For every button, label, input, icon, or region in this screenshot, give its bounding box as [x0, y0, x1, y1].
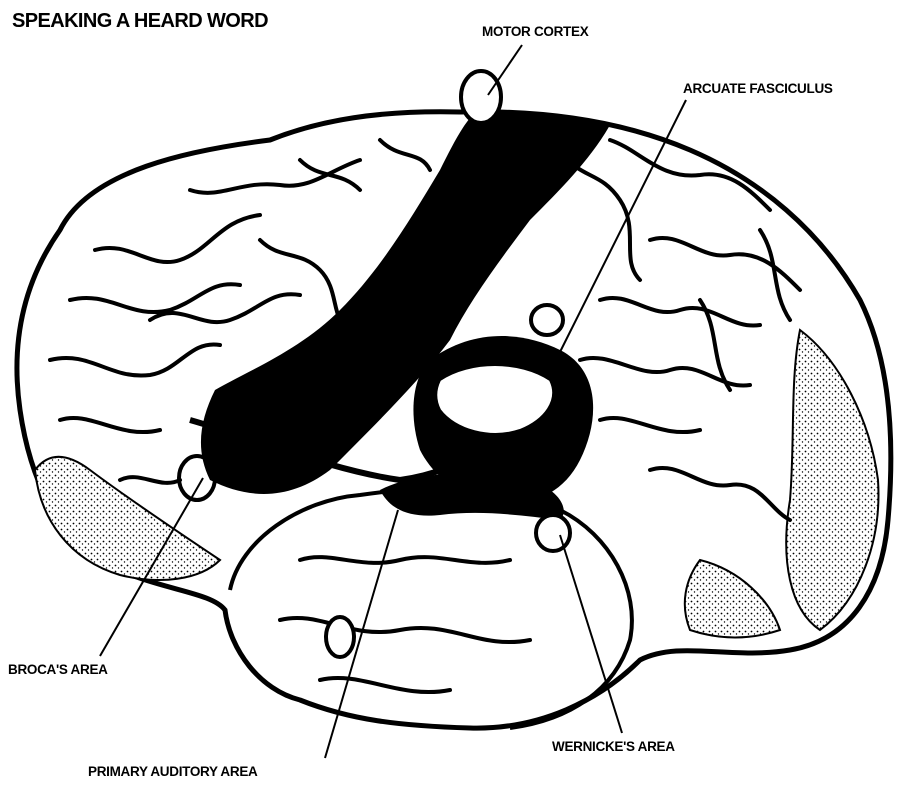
primary-auditory-area-label: PRIMARY AUDITORY AREA [88, 764, 257, 779]
arcuate-marker [531, 305, 563, 335]
wernickes-area-marker [536, 515, 570, 551]
motor-cortex-marker [461, 71, 501, 123]
motor-cortex-label: MOTOR CORTEX [482, 24, 588, 39]
arcuate-fasciculus-label: ARCUATE FASCICULUS [683, 81, 833, 96]
brocas-area-label: BROCA'S AREA [8, 662, 108, 677]
wernickes-area-label: WERNICKE'S AREA [552, 739, 675, 754]
auditory-area-marker [326, 617, 354, 657]
diagram-title: SPEAKING A HEARD WORD [12, 10, 268, 33]
